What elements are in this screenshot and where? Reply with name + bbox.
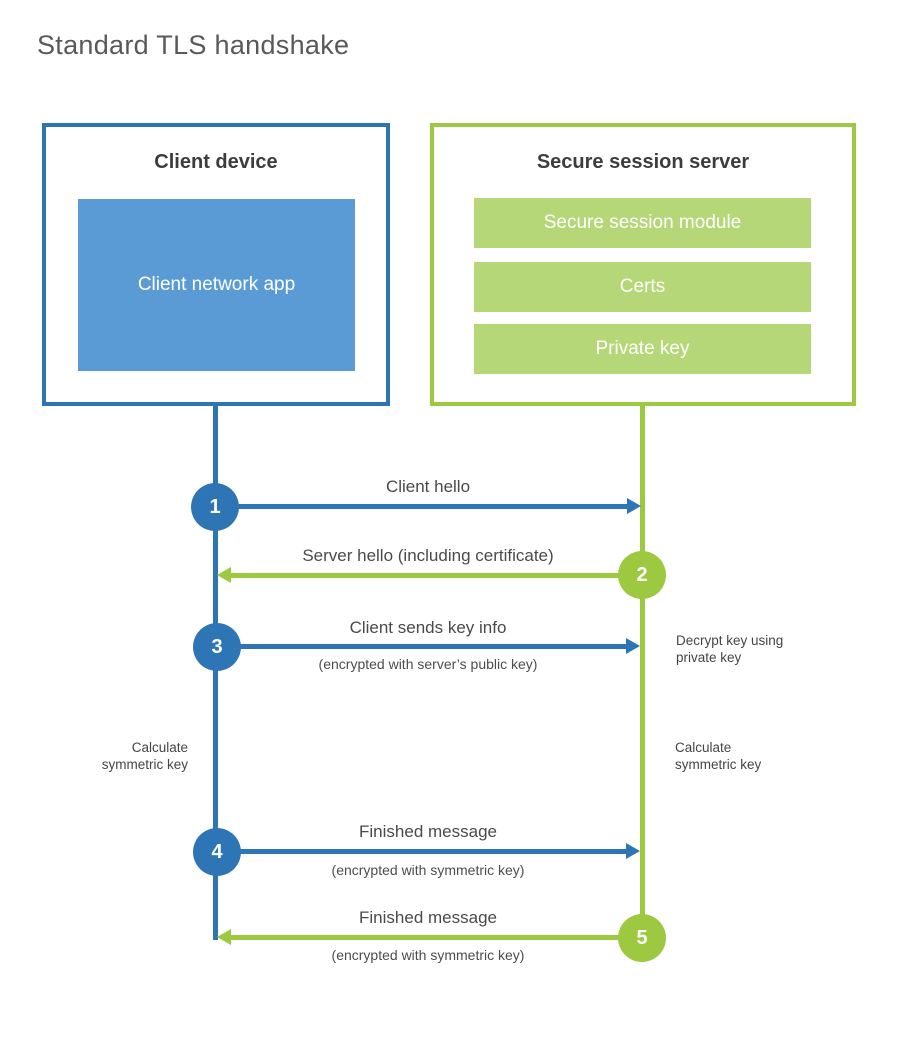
- step5-label: Finished message: [359, 908, 497, 927]
- calc-note-server-line2: symmetric key: [675, 757, 762, 772]
- step4-label: Finished message: [359, 822, 497, 841]
- secure-session-server-box: Secure session server Secure session mod…: [430, 123, 856, 406]
- client-device-title: Client device: [154, 151, 278, 173]
- calc-symmetric-key-note-client: Calculate symmetric key: [64, 739, 188, 773]
- calc-note-client-line2: symmetric key: [101, 757, 188, 772]
- step2-circle: 2: [618, 551, 666, 599]
- client-device-box: Client device Client network app: [42, 123, 390, 406]
- arrow-head-right-icon: [626, 843, 640, 859]
- page-title: Standard TLS handshake: [37, 30, 350, 60]
- step3-arrow: [217, 638, 640, 654]
- server-lifeline: [640, 406, 645, 940]
- secure-session-server-title: Secure session server: [536, 151, 750, 173]
- decrypt-key-note-line2: private key: [676, 650, 742, 665]
- decrypt-key-note-line1: Decrypt key using: [676, 633, 784, 648]
- calc-symmetric-key-note-server: Calculate symmetric key: [675, 739, 815, 773]
- server-module-secure-session-module: Secure session module: [474, 198, 811, 248]
- step2-label: Server hello (including certificate): [302, 546, 554, 565]
- step1-arrow: [215, 498, 641, 514]
- decrypt-key-note: Decrypt key using private key: [676, 632, 816, 666]
- step3-label: Client sends key info: [349, 618, 507, 637]
- step5-arrow: [217, 929, 642, 945]
- step4-circle: 4: [193, 828, 241, 876]
- step1-label: Client hello: [385, 477, 471, 496]
- client-lifeline: [213, 406, 218, 940]
- step4-arrow: [217, 843, 640, 859]
- step3-circle: 3: [193, 623, 241, 671]
- arrow-head-right-icon: [626, 638, 640, 654]
- step4-sublabel: (encrypted with symmetric key): [331, 862, 525, 878]
- step5-sublabel: (encrypted with symmetric key): [331, 947, 525, 963]
- arrow-head-left-icon: [217, 567, 231, 583]
- arrow-head-left-icon: [217, 929, 231, 945]
- server-module-private-key: Private key: [474, 324, 811, 374]
- arrow-head-right-icon: [627, 498, 641, 514]
- step3-sublabel: (encrypted with server’s public key): [318, 656, 538, 672]
- step5-circle: 5: [618, 914, 666, 962]
- calc-note-server-line1: Calculate: [675, 740, 732, 755]
- step2-arrow: [217, 567, 642, 583]
- server-module-certs: Certs: [474, 262, 811, 312]
- client-network-app-block: Client network app: [78, 199, 355, 371]
- step1-circle: 1: [191, 483, 239, 531]
- calc-note-client-line1: Calculate: [131, 740, 188, 755]
